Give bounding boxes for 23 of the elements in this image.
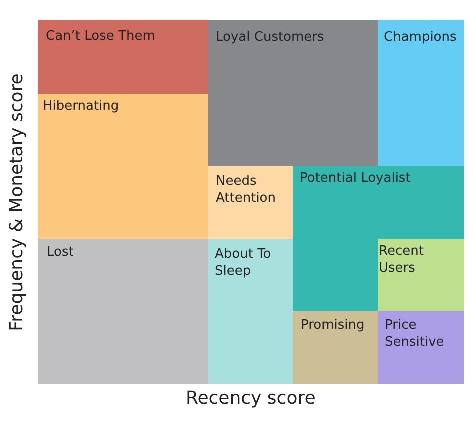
segment-area (293, 311, 378, 384)
segment-label: Can’t Lose Them (46, 28, 156, 45)
segment-label: Champions (384, 29, 457, 46)
segment-area (378, 311, 464, 384)
segment-area (378, 239, 464, 311)
y-axis-title: Frequency & Monetary score (6, 73, 28, 331)
segment-area (38, 239, 208, 384)
segment-label: Hibernating (43, 98, 120, 115)
segment-area (378, 20, 464, 166)
segment-label: Needs Attention (216, 173, 277, 207)
segment-area (208, 166, 293, 239)
segment-area (38, 94, 208, 239)
x-axis-title: Recency score (186, 388, 316, 408)
segment-label: Potential Loyalist (300, 170, 411, 187)
segment-area (208, 20, 378, 166)
segment-label: Loyal Customers (216, 29, 324, 46)
segment-label: Recent Users (379, 243, 425, 277)
segment-label: Promising (301, 317, 365, 334)
segment-area (208, 239, 293, 384)
segment-area (38, 20, 208, 94)
segment-label: Price Sensitive (385, 317, 445, 351)
segment-label: Lost (47, 244, 74, 261)
segment-label: About To Sleep (215, 246, 272, 280)
